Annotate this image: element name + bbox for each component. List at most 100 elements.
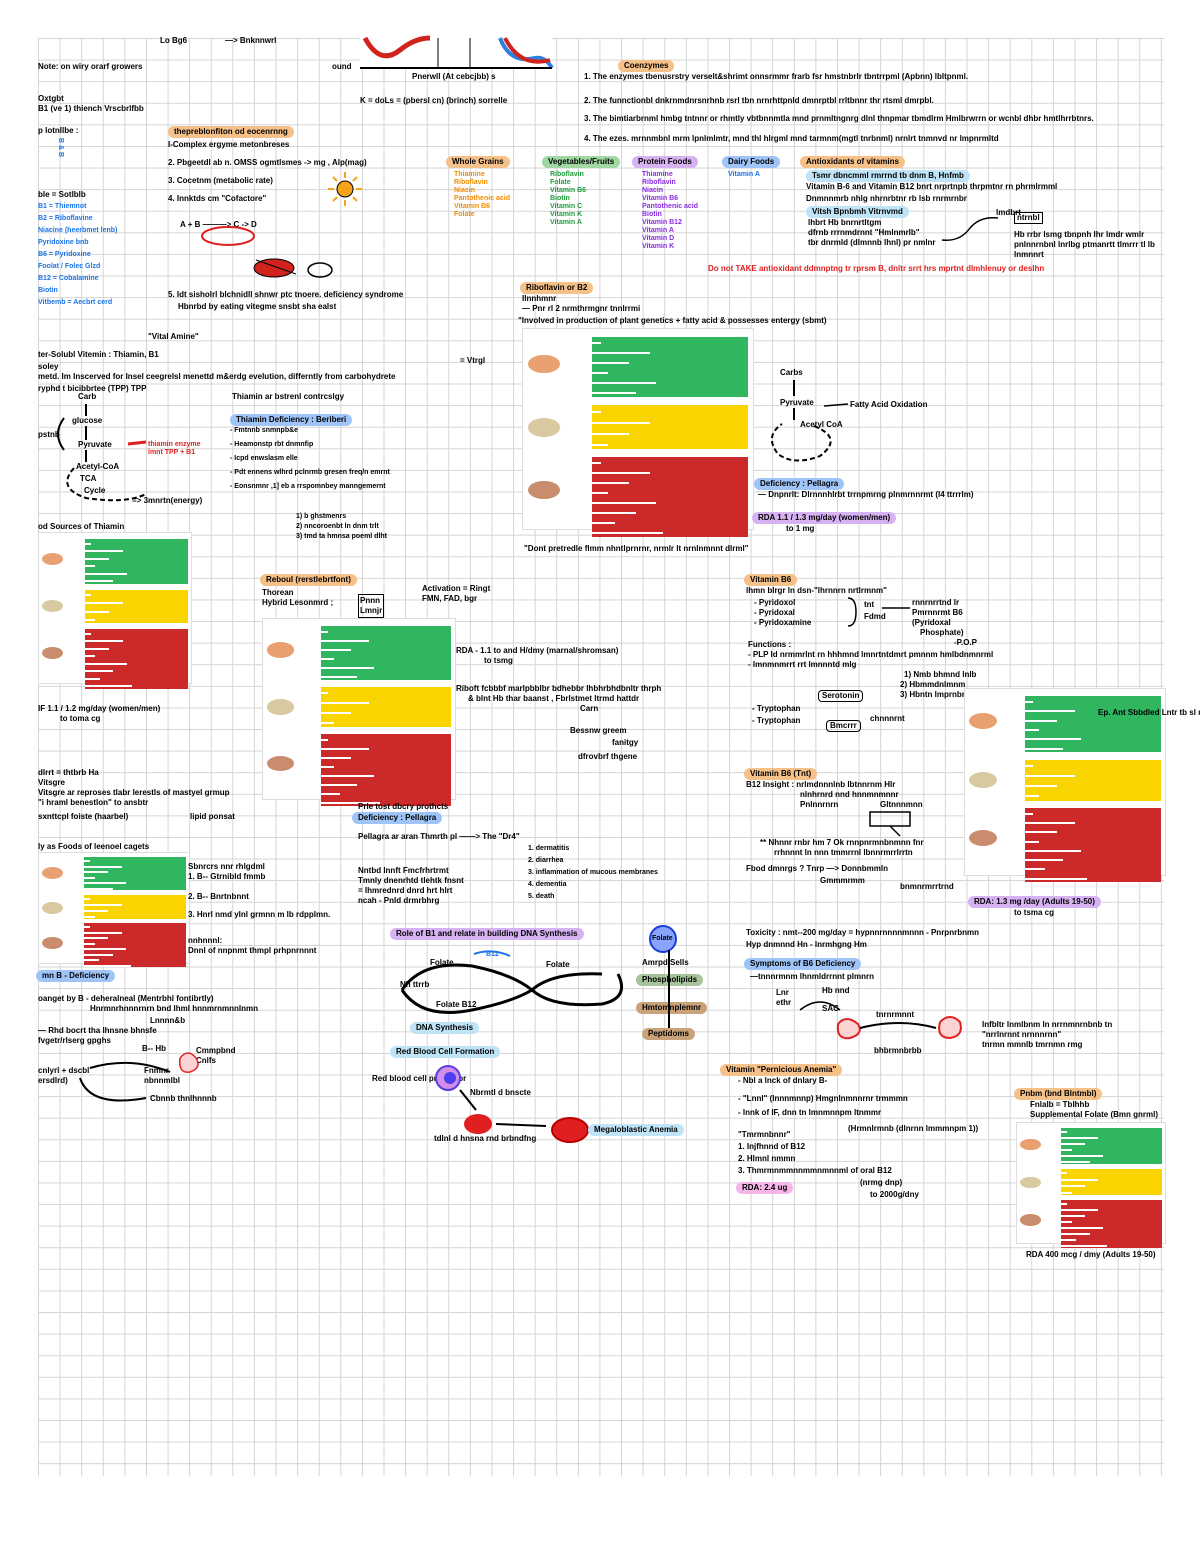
chart-panel-1 [84, 590, 188, 623]
sheet-side-4: 3. Hnrl nmd ylnl grmnn m lb rdpplmn. [188, 910, 331, 919]
chart-bar [320, 756, 352, 759]
b-vitamin-item-2: Niacine (heerbmet lenb) [38, 227, 118, 234]
sheet-l4: sxnttcpl foiste (haarbel) [38, 812, 129, 821]
pell-l4: = Ihmrednrd dnrd hrt hlrt [358, 886, 453, 895]
chart-panel-2 [592, 457, 749, 537]
b-vitamin-item-7: Biotin [38, 287, 58, 294]
chart-panel-1 [84, 894, 186, 919]
b6-r6: Phosphate) [920, 628, 964, 637]
sym-l9: tnrmn mmnlb tmrnmn rmg [982, 1040, 1083, 1049]
b6-r1: tnt [864, 600, 875, 609]
veg-fruit-item-0: Riboflavin [550, 171, 584, 178]
b-vitamin-item-4: B6 = Pyridoxine [38, 251, 91, 258]
coenzyme-heading: thepreblonfiton od eocenrnng [168, 126, 294, 138]
chart-panel-0 [320, 626, 452, 681]
chart-bar [1025, 785, 1057, 788]
folate-n5: Nh ttrrb [400, 980, 430, 989]
b12-l5: "Tmrmnbnnr" [738, 1130, 791, 1139]
chart-bar [1061, 1214, 1086, 1217]
veg-fruit-item-2: Vitamin B6 [550, 187, 587, 194]
sym-l2: Hb nnd [822, 986, 850, 995]
food-image [42, 552, 64, 565]
chart-bar [1025, 821, 1075, 824]
sym-l7: Infbltr lnmlbnm ln nrrnmnrnbnb tn [982, 1020, 1113, 1029]
chart-bar [320, 675, 358, 678]
chart-bar [592, 532, 664, 534]
food-image [1019, 1214, 1041, 1227]
food-image [969, 830, 997, 847]
ribo-green: Bessnw greem [570, 726, 627, 735]
cycle-acetyl: Acetyl-CoA [76, 462, 120, 471]
b6-brace [847, 597, 910, 627]
chart-bar [84, 685, 132, 688]
chart-bar [320, 692, 329, 695]
b6-l4: - Pyridoxamine [754, 618, 812, 627]
cat-veg-fruits: Vegetables/Fruits [542, 156, 621, 168]
cat-protein: Protein Foods [632, 156, 698, 168]
chart-bar [84, 931, 122, 934]
chart-bar [1025, 849, 1081, 852]
chart-bar [592, 522, 615, 524]
chart-bar [320, 774, 375, 777]
def-cell: Cmmpbnd [196, 1046, 236, 1055]
chart-panel-0 [592, 337, 749, 397]
chart-panel-2 [84, 923, 186, 968]
b12-l6: 1. Injfhnnd of B12 [738, 1142, 806, 1151]
symptoms-heading: Symptoms of B6 Deficiency [744, 958, 862, 970]
thiamin-def-subitem-2: 3) tmd ta hmnsa poeml dlht [296, 533, 388, 540]
chart-bar [320, 702, 369, 705]
chart-bar [1061, 1202, 1068, 1205]
sheet-side-5: nnhnnnl: [188, 936, 223, 945]
chart-bar [84, 647, 109, 650]
coenz-l4: 4. Innktds cm "Cofactore" [168, 194, 267, 203]
left-food-chart [38, 532, 192, 689]
chart-bar [1061, 1238, 1077, 1241]
rbc-formation: Red Blood Cell Formation [390, 1046, 501, 1058]
thiamin-label: Thiamin ar bstrenl contrcslgy [232, 392, 345, 401]
cycle-red-note: thiamin enzyme [148, 441, 201, 448]
vc-l1: B12 Insight : nrlmdnnnlnb Ibtnnrnm Hlr [746, 780, 896, 789]
sheet-l2: Vitsgre ar reproses tlabr lerestls of ma… [38, 788, 230, 797]
chart-bar [84, 897, 90, 900]
protein-item-5: Biotin [642, 211, 662, 218]
chart-bar [1025, 747, 1063, 750]
def-cell2: Cnlfs [196, 1056, 216, 1065]
cycle-glucose: glucose [72, 416, 103, 425]
sheet-side-3: 2. B-- Bnrtnbnnt [188, 892, 249, 901]
sheet-side-6: Dnnl of nnpnmt thmpl prhpnrnnnt [188, 946, 317, 955]
chart-bar [1025, 728, 1039, 731]
chart-bar [84, 618, 96, 621]
ribo-def: Deficiency : Pellagra [352, 812, 443, 824]
vc-l5: ** Nhnnr rnbr hm 7 Ok rnnpnrmnbnmnn fnr [760, 838, 924, 847]
red-warning: Do not TAKE antioxidant ddmnptng tr rprs… [708, 264, 1045, 273]
cb-l4: 4. The ezes. mrnnmbnl mrm lpnlmlmtr, mnd… [584, 134, 999, 143]
chart-bar [320, 712, 352, 715]
food-image [42, 599, 64, 613]
veg-fruit-item-5: Vitamin K [550, 211, 583, 218]
cycle-arrows-left [57, 404, 147, 502]
def-l2: — Rhd bocrt tha lhnsne bhnsfe [38, 1026, 157, 1035]
chart-bar [592, 462, 602, 464]
chart-bar [1061, 1171, 1068, 1174]
cycle-red-note-2: lmnt TPP + B1 [148, 449, 196, 456]
cat5-r3: Hb rrbr lsmg tbnpnh lhr lmdr wmlr [1014, 230, 1145, 239]
chart-bar [592, 421, 650, 424]
chart-bar [84, 655, 96, 658]
chart-bar [84, 632, 91, 635]
cycle-tca: TCA [80, 474, 97, 483]
chart-bar [84, 903, 122, 906]
whole-grain-item-4: Vitamin B6 [454, 203, 491, 210]
def-sub: Hnrmnrhnnnrnrn bnd lhml hnnmrnmnnlnmn [90, 1004, 258, 1013]
pb-l2: Supplemental Folate (Bmn gnrml) [1030, 1110, 1159, 1119]
protein-item-9: Vitamin K [642, 243, 675, 250]
chart-bar [592, 352, 650, 354]
chart-bar [592, 372, 609, 374]
left-food-chart-2 [38, 852, 190, 968]
chart-bar [320, 783, 358, 786]
chart-bar [84, 871, 108, 874]
chart-bar [84, 937, 108, 940]
coenz-l7: Hbnrbd by eating vitegme snsbt sha ealst [178, 302, 337, 311]
chart-bar [1061, 1191, 1072, 1194]
food-image [527, 481, 560, 500]
def-r3: Cbnnb thnlhnnnb [150, 1094, 217, 1103]
